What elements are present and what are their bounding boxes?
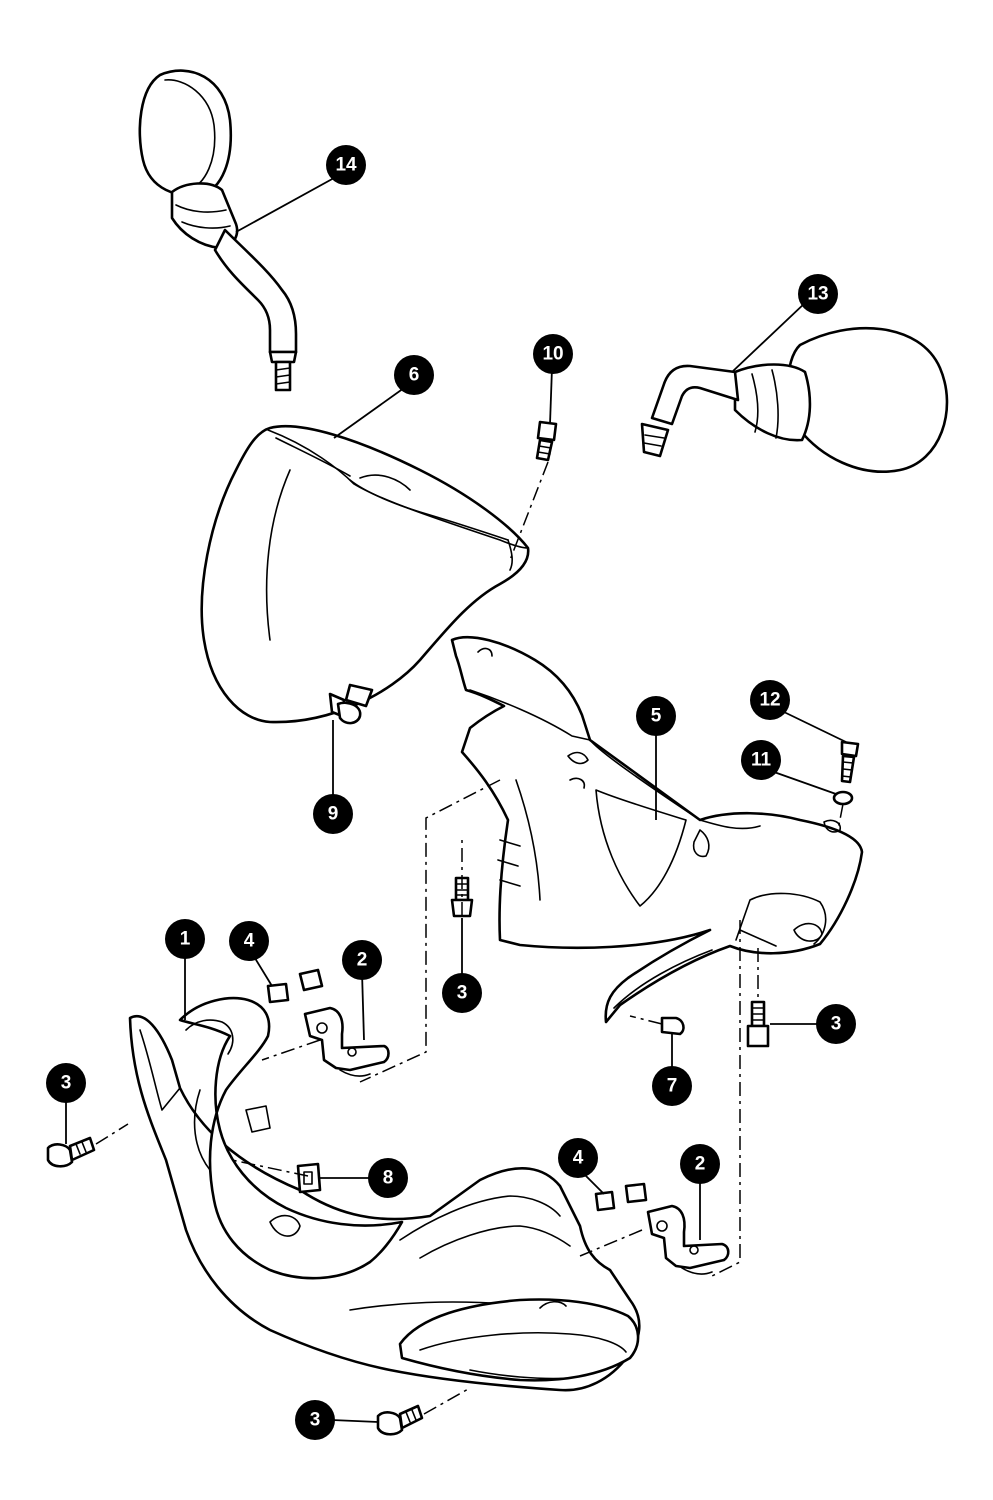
- screw-10: [535, 420, 558, 462]
- callout-label: 7: [667, 1076, 678, 1097]
- callout-label: 4: [244, 931, 255, 952]
- callout-7: 7: [652, 1066, 692, 1106]
- callout-label: 11: [751, 750, 772, 771]
- callout-label: 6: [409, 365, 420, 386]
- callout-11: 11: [741, 740, 781, 780]
- callout-5: 5: [636, 696, 676, 736]
- nut-8: [296, 1162, 322, 1194]
- callout-8: 8: [368, 1158, 408, 1198]
- callout-4-lower: 4: [558, 1138, 598, 1178]
- callout-label: 3: [61, 1073, 72, 1094]
- callout-label: 4: [573, 1148, 584, 1169]
- callout-label: 3: [457, 983, 468, 1004]
- bracket-2-upper: [303, 1006, 390, 1077]
- callout-3-middle: 3: [442, 973, 482, 1013]
- callout-1: 1: [165, 919, 205, 959]
- nut-4-upper: [266, 968, 324, 1004]
- assembly-guides: [95, 461, 844, 1415]
- callout-3-bottom: 3: [295, 1400, 335, 1440]
- screw-12: [840, 740, 860, 784]
- callout-label: 2: [357, 950, 368, 971]
- upper-handlebar-cover: [450, 635, 864, 1024]
- bracket-2-lower: [646, 1204, 730, 1275]
- callout-3-right: 3: [816, 1004, 856, 1044]
- nut-4-lower: [594, 1182, 648, 1212]
- callout-label: 8: [383, 1168, 394, 1189]
- washer-11: [832, 790, 854, 806]
- callout-14: 14: [326, 145, 366, 185]
- callout-label: 12: [759, 690, 780, 711]
- lower-front-cover: [128, 996, 641, 1392]
- callout-label: 5: [651, 706, 662, 727]
- callout-label: 3: [831, 1014, 842, 1035]
- callout-9: 9: [313, 794, 353, 834]
- bolt-3-bottom: [376, 1404, 424, 1436]
- callout-13: 13: [798, 274, 838, 314]
- callout-2-lower: 2: [680, 1144, 720, 1184]
- screw-9: [328, 692, 362, 725]
- left-mirror: [138, 69, 298, 392]
- callout-12: 12: [750, 680, 790, 720]
- callout-label: 14: [335, 155, 357, 176]
- callout-label: 13: [807, 284, 828, 305]
- headlight-cowl: [200, 424, 530, 724]
- callout-2-upper: 2: [342, 940, 382, 980]
- right-mirror: [640, 326, 949, 473]
- callout-label: 9: [328, 804, 339, 825]
- screw-7: [660, 1016, 685, 1036]
- callout-3-left: 3: [46, 1063, 86, 1103]
- screw-3-right: [746, 1000, 770, 1048]
- callout-label: 3: [310, 1410, 321, 1431]
- callout-6: 6: [394, 355, 434, 395]
- callout-label: 2: [695, 1154, 706, 1175]
- callout-4-upper: 4: [229, 921, 269, 961]
- bolt-3-left: [46, 1136, 96, 1168]
- callout-label: 1: [180, 929, 191, 950]
- callout-label: 10: [542, 344, 563, 365]
- callout-10: 10: [533, 334, 573, 374]
